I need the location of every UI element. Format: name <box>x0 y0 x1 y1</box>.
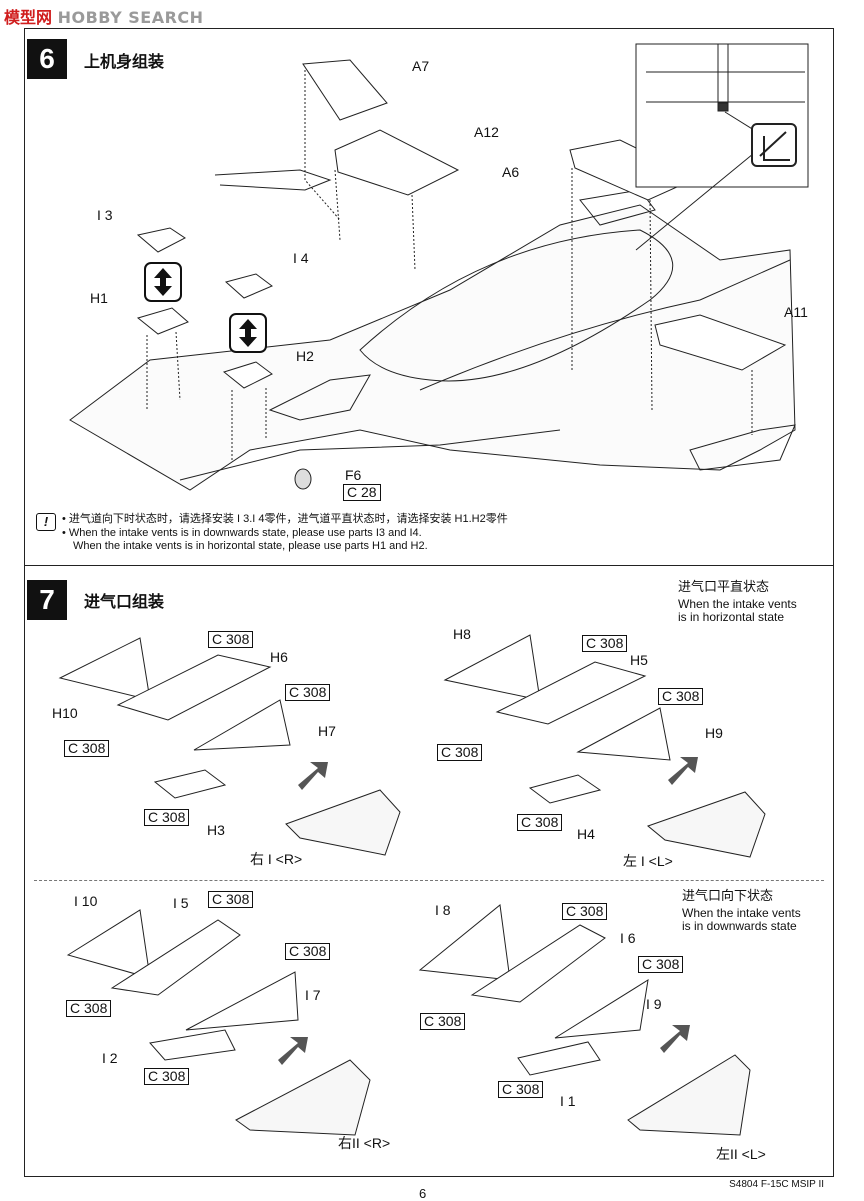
part-label-c308: C 308 <box>285 943 331 960</box>
part-label-c308: C 308 <box>582 635 628 652</box>
page-number: 6 <box>419 1186 427 1201</box>
watermark-cn: 模型网 <box>4 8 53 27</box>
part-label-i4: I 4 <box>293 250 309 266</box>
step-7-number: 7 <box>27 580 67 620</box>
part-label-h9: H9 <box>705 725 723 741</box>
subsection-divider <box>34 880 824 881</box>
part-label-c308: C 308 <box>638 956 684 973</box>
horizontal-state-note: 进气口平直状态 When the intake vents is in hori… <box>678 580 797 624</box>
part-label-c308: C 308 <box>144 1068 190 1085</box>
part-label-c308: C 308 <box>658 688 704 705</box>
part-label-i3: I 3 <box>97 207 113 223</box>
part-label-a7: A7 <box>412 58 430 74</box>
part-label-c308: C 308 <box>562 903 608 920</box>
part-label-i6: I 6 <box>620 930 636 946</box>
note-en-1: • When the intake vents is in downwards … <box>62 526 422 539</box>
part-label-h5: H5 <box>630 652 648 668</box>
part-label-h8: H8 <box>453 626 471 642</box>
part-label-c308: C 308 <box>208 891 254 908</box>
part-label-a12: A12 <box>474 124 499 140</box>
watermark: 模型网 HOBBY SEARCH <box>4 4 204 28</box>
part-label-h4: H4 <box>577 826 595 842</box>
part-label-h6: H6 <box>270 649 288 665</box>
caption-right-1: 右 I <R> <box>250 851 303 867</box>
part-label-h7: H7 <box>318 723 336 739</box>
part-label-c308: C 308 <box>285 684 331 701</box>
step-6-title: 上机身组装 <box>84 52 165 71</box>
part-label-c308: C 308 <box>66 1000 112 1017</box>
part-label-i7: I 7 <box>305 987 321 1003</box>
part-label-a6: A6 <box>502 164 520 180</box>
step-6-number: 6 <box>27 39 67 79</box>
caption-left-1: 左 I <L> <box>623 853 673 869</box>
part-label-c308: C 308 <box>144 809 190 826</box>
swap-arrow-icon <box>229 313 267 353</box>
part-label-c28: C 28 <box>343 484 381 501</box>
part-label-i5: I 5 <box>173 895 189 911</box>
section-divider <box>24 565 833 566</box>
part-label-c308: C 308 <box>64 740 110 757</box>
caution-icon: ! <box>36 513 56 531</box>
downwards-state-note: 进气口向下状态 When the intake vents is in down… <box>682 889 801 933</box>
part-label-a11: A11 <box>784 304 808 320</box>
note-cn: • 进气道向下时状态时，请选择安装 I 3.I 4零件，进气道平直状态时，请选择… <box>62 513 508 525</box>
note-en-2: When the intake vents is in horizontal s… <box>73 540 428 552</box>
caption-right-2: 右II <R> <box>338 1135 391 1151</box>
part-label-h10: H10 <box>52 705 78 721</box>
watermark-en: HOBBY SEARCH <box>57 8 204 27</box>
part-label-c308: C 308 <box>208 631 254 648</box>
part-label-c308: C 308 <box>437 744 483 761</box>
part-label-c308: C 308 <box>420 1013 466 1030</box>
part-label-h2: H2 <box>296 348 314 364</box>
part-label-c308: C 308 <box>498 1081 544 1098</box>
step-7-title: 进气口组装 <box>84 592 165 611</box>
part-label-h3: H3 <box>207 822 225 838</box>
caption-left-2: 左II <L> <box>716 1146 766 1162</box>
product-code: S4804 F-15C MSIP II <box>729 1179 824 1190</box>
part-label-c308: C 308 <box>517 814 563 831</box>
page-frame <box>24 28 834 1177</box>
part-label-i9: I 9 <box>646 996 662 1012</box>
part-label-f6: F6 <box>345 467 362 483</box>
step-6-note: • 进气道向下时状态时，请选择安装 I 3.I 4零件，进气道平直状态时，请选择… <box>62 513 508 554</box>
part-label-i1: I 1 <box>560 1093 576 1109</box>
part-label-i10: I 10 <box>74 893 98 909</box>
part-label-h1: H1 <box>90 290 108 306</box>
part-label-i8: I 8 <box>435 902 451 918</box>
part-label-i2: I 2 <box>102 1050 118 1066</box>
swap-arrow-icon <box>144 262 182 302</box>
